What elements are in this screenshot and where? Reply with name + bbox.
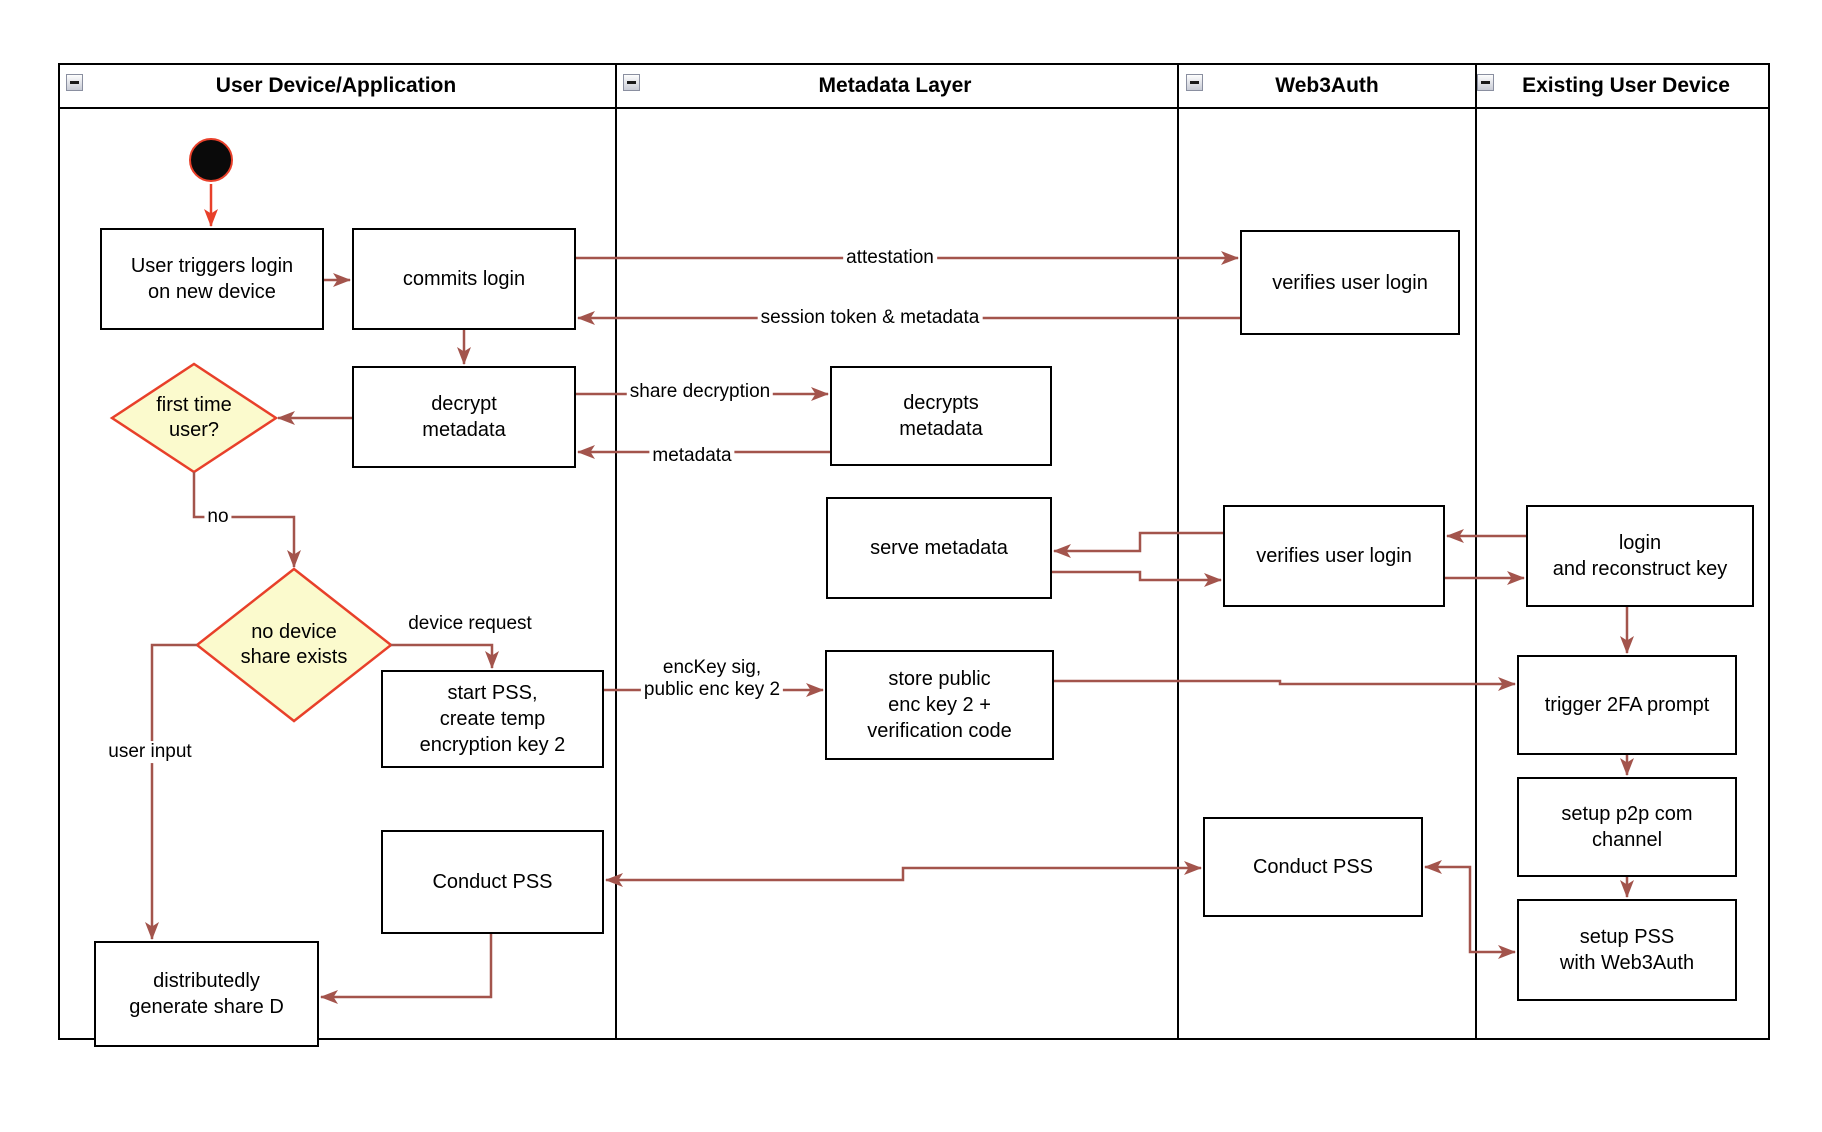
node-setup-pss-web3auth: setup PSS with Web3Auth (1517, 899, 1737, 1001)
lane-divider (1177, 63, 1179, 1040)
header-divider (58, 107, 1770, 109)
collapse-minus-icon[interactable] (1477, 74, 1494, 91)
decision-first-time-user (109, 362, 279, 474)
edge-web3-setup-pss-link (1424, 860, 1516, 959)
edge-user-input (145, 643, 197, 940)
collapse-minus-icon[interactable] (623, 74, 640, 91)
edge-no-branch (192, 472, 301, 568)
node-user-triggers-login: User triggers login on new device (100, 228, 324, 330)
edge-verifies2-to-serve (1053, 531, 1223, 558)
edge-label-no-branch: no (204, 506, 232, 528)
node-login-reconstruct-key: login and reconstruct key (1526, 505, 1754, 607)
start-state-circle (189, 138, 233, 182)
lane-title-3: Web3Auth (1275, 74, 1379, 97)
node-verifies-user-login-2: verifies user login (1223, 505, 1445, 607)
lane-divider (1475, 63, 1477, 1040)
lane-divider (615, 63, 617, 1040)
node-commits-login: commits login (352, 228, 576, 330)
node-decrypts-metadata: decrypts metadata (830, 366, 1052, 466)
edge-label-user-input: user input (105, 741, 195, 763)
decision-label-no-device-share: no device share exists (240, 621, 348, 668)
node-decrypt-metadata: decrypt metadata (352, 366, 576, 468)
node-start-pss: start PSS, create temp encryption key 2 (381, 670, 604, 768)
node-trigger-2fa-prompt: trigger 2FA prompt (1517, 655, 1737, 755)
node-setup-p2p-channel: setup p2p com channel (1517, 777, 1737, 877)
lane-title-2: Metadata Layer (818, 74, 972, 97)
edge-conduct-pss-link (605, 861, 1202, 887)
node-verifies-user-login-1: verifies user login (1240, 230, 1460, 335)
edge-serve-to-verifies2 (1052, 570, 1222, 587)
edge-store-to-2fa (1054, 677, 1516, 691)
collapse-minus-icon[interactable] (1186, 74, 1203, 91)
edge-label-metadata-return: metadata (649, 445, 735, 467)
node-serve-metadata: serve metadata (826, 497, 1052, 599)
edge-label-enckey-sig: encKey sig, public enc key 2 (640, 657, 784, 701)
edge-label-attestation: attestation (843, 247, 937, 269)
edge-conduct-to-distributed (320, 934, 493, 1004)
decision-label-first-time-user: first time user? (156, 394, 232, 441)
node-conduct-pss-app: Conduct PSS (381, 830, 604, 934)
edge-label-device-request: device request (405, 613, 535, 635)
node-conduct-pss-web3: Conduct PSS (1203, 817, 1423, 917)
lane-title-4: Existing User Device (1522, 74, 1730, 97)
collapse-minus-icon[interactable] (66, 74, 83, 91)
lane-title-1: User Device/Application (215, 74, 457, 97)
edge-device-request (391, 643, 499, 669)
edge-label-share-decryption: share decryption (626, 381, 774, 403)
node-store-public-enc-key: store public enc key 2 + verification co… (825, 650, 1054, 760)
node-distributedly-generate: distributedly generate share D (94, 941, 319, 1047)
edge-label-session-token: session token & metadata (757, 307, 983, 329)
diagram-frame (58, 63, 1770, 1040)
